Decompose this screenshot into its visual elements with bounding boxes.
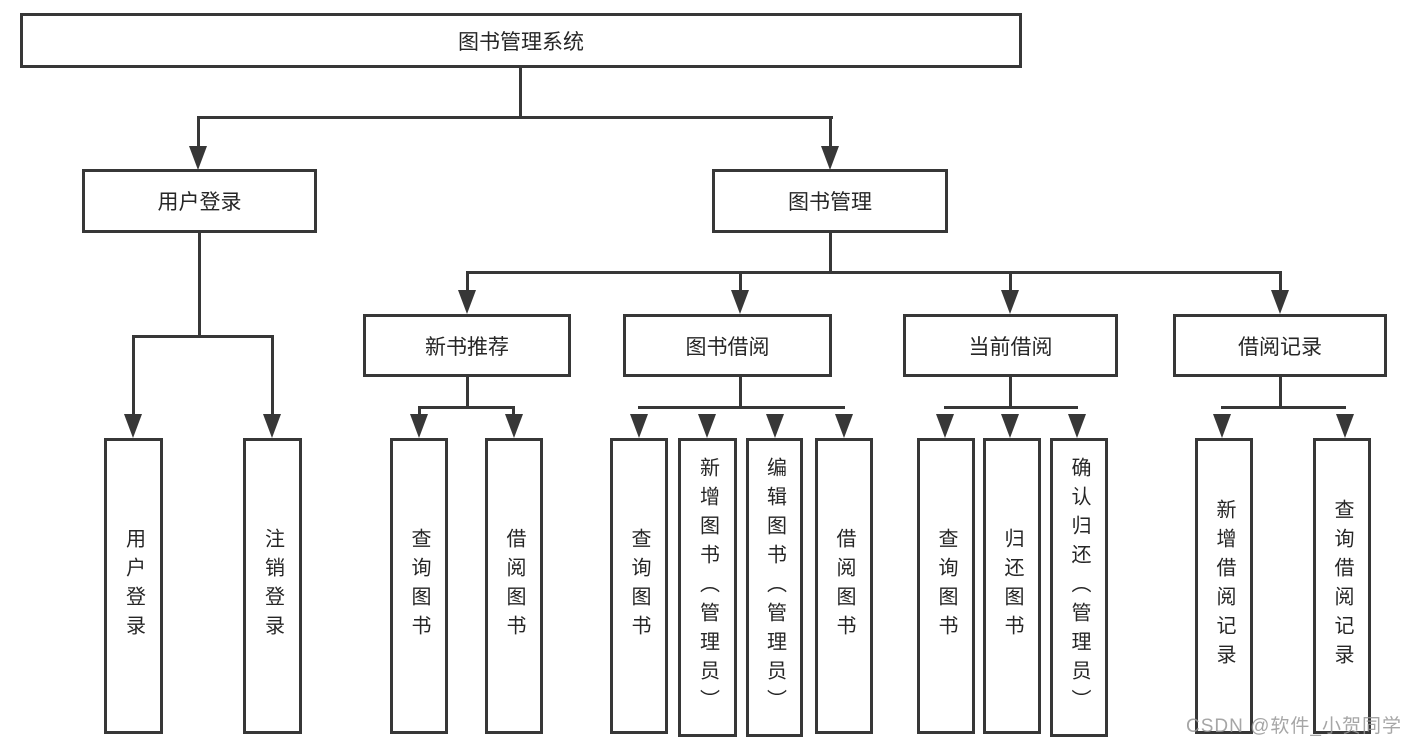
connector-line [1279,271,1282,294]
arrow-down-icon [1001,414,1019,438]
connector-line [198,232,201,337]
node-label: 确认归还（管理员） [1068,457,1090,718]
node-user-login: 用户登录 [82,169,317,233]
connector-line [271,335,274,418]
node-label: 注销登录 [261,528,284,644]
node-label: 归还图书 [1001,528,1023,644]
connector-line [638,406,845,409]
node-label: 借阅记录 [1238,335,1322,359]
node-label: 借阅图书 [833,528,855,644]
node-label: 查询图书 [408,528,430,644]
arrow-down-icon [1001,290,1019,314]
node-label: 借阅图书 [503,528,525,644]
arrow-down-icon [505,414,523,438]
node-borrow-record: 借阅记录 [1173,314,1387,377]
connector-line [739,271,742,294]
arrow-down-icon [731,290,749,314]
node-label: 编辑图书（管理员） [763,457,786,718]
arrow-down-icon [936,414,954,438]
connector-line [519,66,522,118]
node-label: 当前借阅 [968,335,1053,359]
connector-line [829,232,832,273]
arrow-down-icon [124,414,142,438]
connector-line [132,335,274,338]
connector-line [418,406,515,409]
connector-line [829,116,832,150]
node-label: 用户登录 [157,191,242,214]
arrow-down-icon [698,414,716,438]
node-book-borrow: 图书借阅 [623,314,832,377]
leaf-query-book-borrow: 查询图书 [610,438,668,734]
connector-line [1009,271,1012,294]
node-new-book-recommend: 新书推荐 [363,314,571,377]
leaf-query-borrow-record: 查询借阅记录 [1313,438,1371,734]
node-label: 查询图书 [935,528,957,644]
connector-line [466,271,469,294]
arrow-down-icon [263,414,281,438]
leaf-query-book-current: 查询图书 [917,438,975,734]
node-label: 图书管理系统 [458,30,584,54]
connector-line [1279,376,1282,408]
connector-line [944,406,1078,409]
arrow-down-icon [410,414,428,438]
connector-line [466,376,469,408]
node-library-system: 图书管理系统 [20,13,1022,68]
node-label: 新增借阅记录 [1213,499,1235,673]
leaf-logout: 注销登录 [243,438,302,734]
connector-line [197,116,833,119]
arrow-down-icon [835,414,853,438]
connector-line [466,271,1282,274]
node-label: 新增图书（管理员） [696,457,719,718]
leaf-add-borrow-record: 新增借阅记录 [1195,438,1253,734]
arrow-down-icon [458,290,476,314]
node-label: 查询图书 [628,528,650,644]
arrow-down-icon [821,146,839,170]
arrow-down-icon [1336,414,1354,438]
arrow-down-icon [1068,414,1086,438]
node-label: 查询借阅记录 [1331,499,1353,673]
leaf-add-book-admin: 新增图书（管理员） [678,438,737,737]
leaf-confirm-return-admin: 确认归还（管理员） [1050,438,1108,737]
connector-line [1009,376,1012,408]
node-label: 新书推荐 [425,335,509,359]
node-book-management: 图书管理 [712,169,948,233]
node-label: 图书管理 [788,191,872,214]
csdn-watermark: CSDN @软件_小贺同学 [1186,716,1402,737]
leaf-edit-book-admin: 编辑图书（管理员） [746,438,803,737]
node-label: 用户登录 [122,528,145,644]
arrow-down-icon [766,414,784,438]
arrow-down-icon [630,414,648,438]
arrow-down-icon [1213,414,1231,438]
connector-line [197,116,200,150]
connector-line [132,335,135,418]
connector-line [1221,406,1346,409]
connector-line [418,406,421,418]
leaf-borrow-book-recommend: 借阅图书 [485,438,543,734]
arrow-down-icon [189,146,207,170]
leaf-borrow-book: 借阅图书 [815,438,873,734]
leaf-return-book: 归还图书 [983,438,1041,734]
node-label: 图书借阅 [685,335,770,359]
connector-line [739,376,742,408]
node-current-borrow: 当前借阅 [903,314,1118,377]
arrow-down-icon [1271,290,1289,314]
connector-line [512,406,515,418]
leaf-user-login: 用户登录 [104,438,163,734]
leaf-query-book-recommend: 查询图书 [390,438,448,734]
